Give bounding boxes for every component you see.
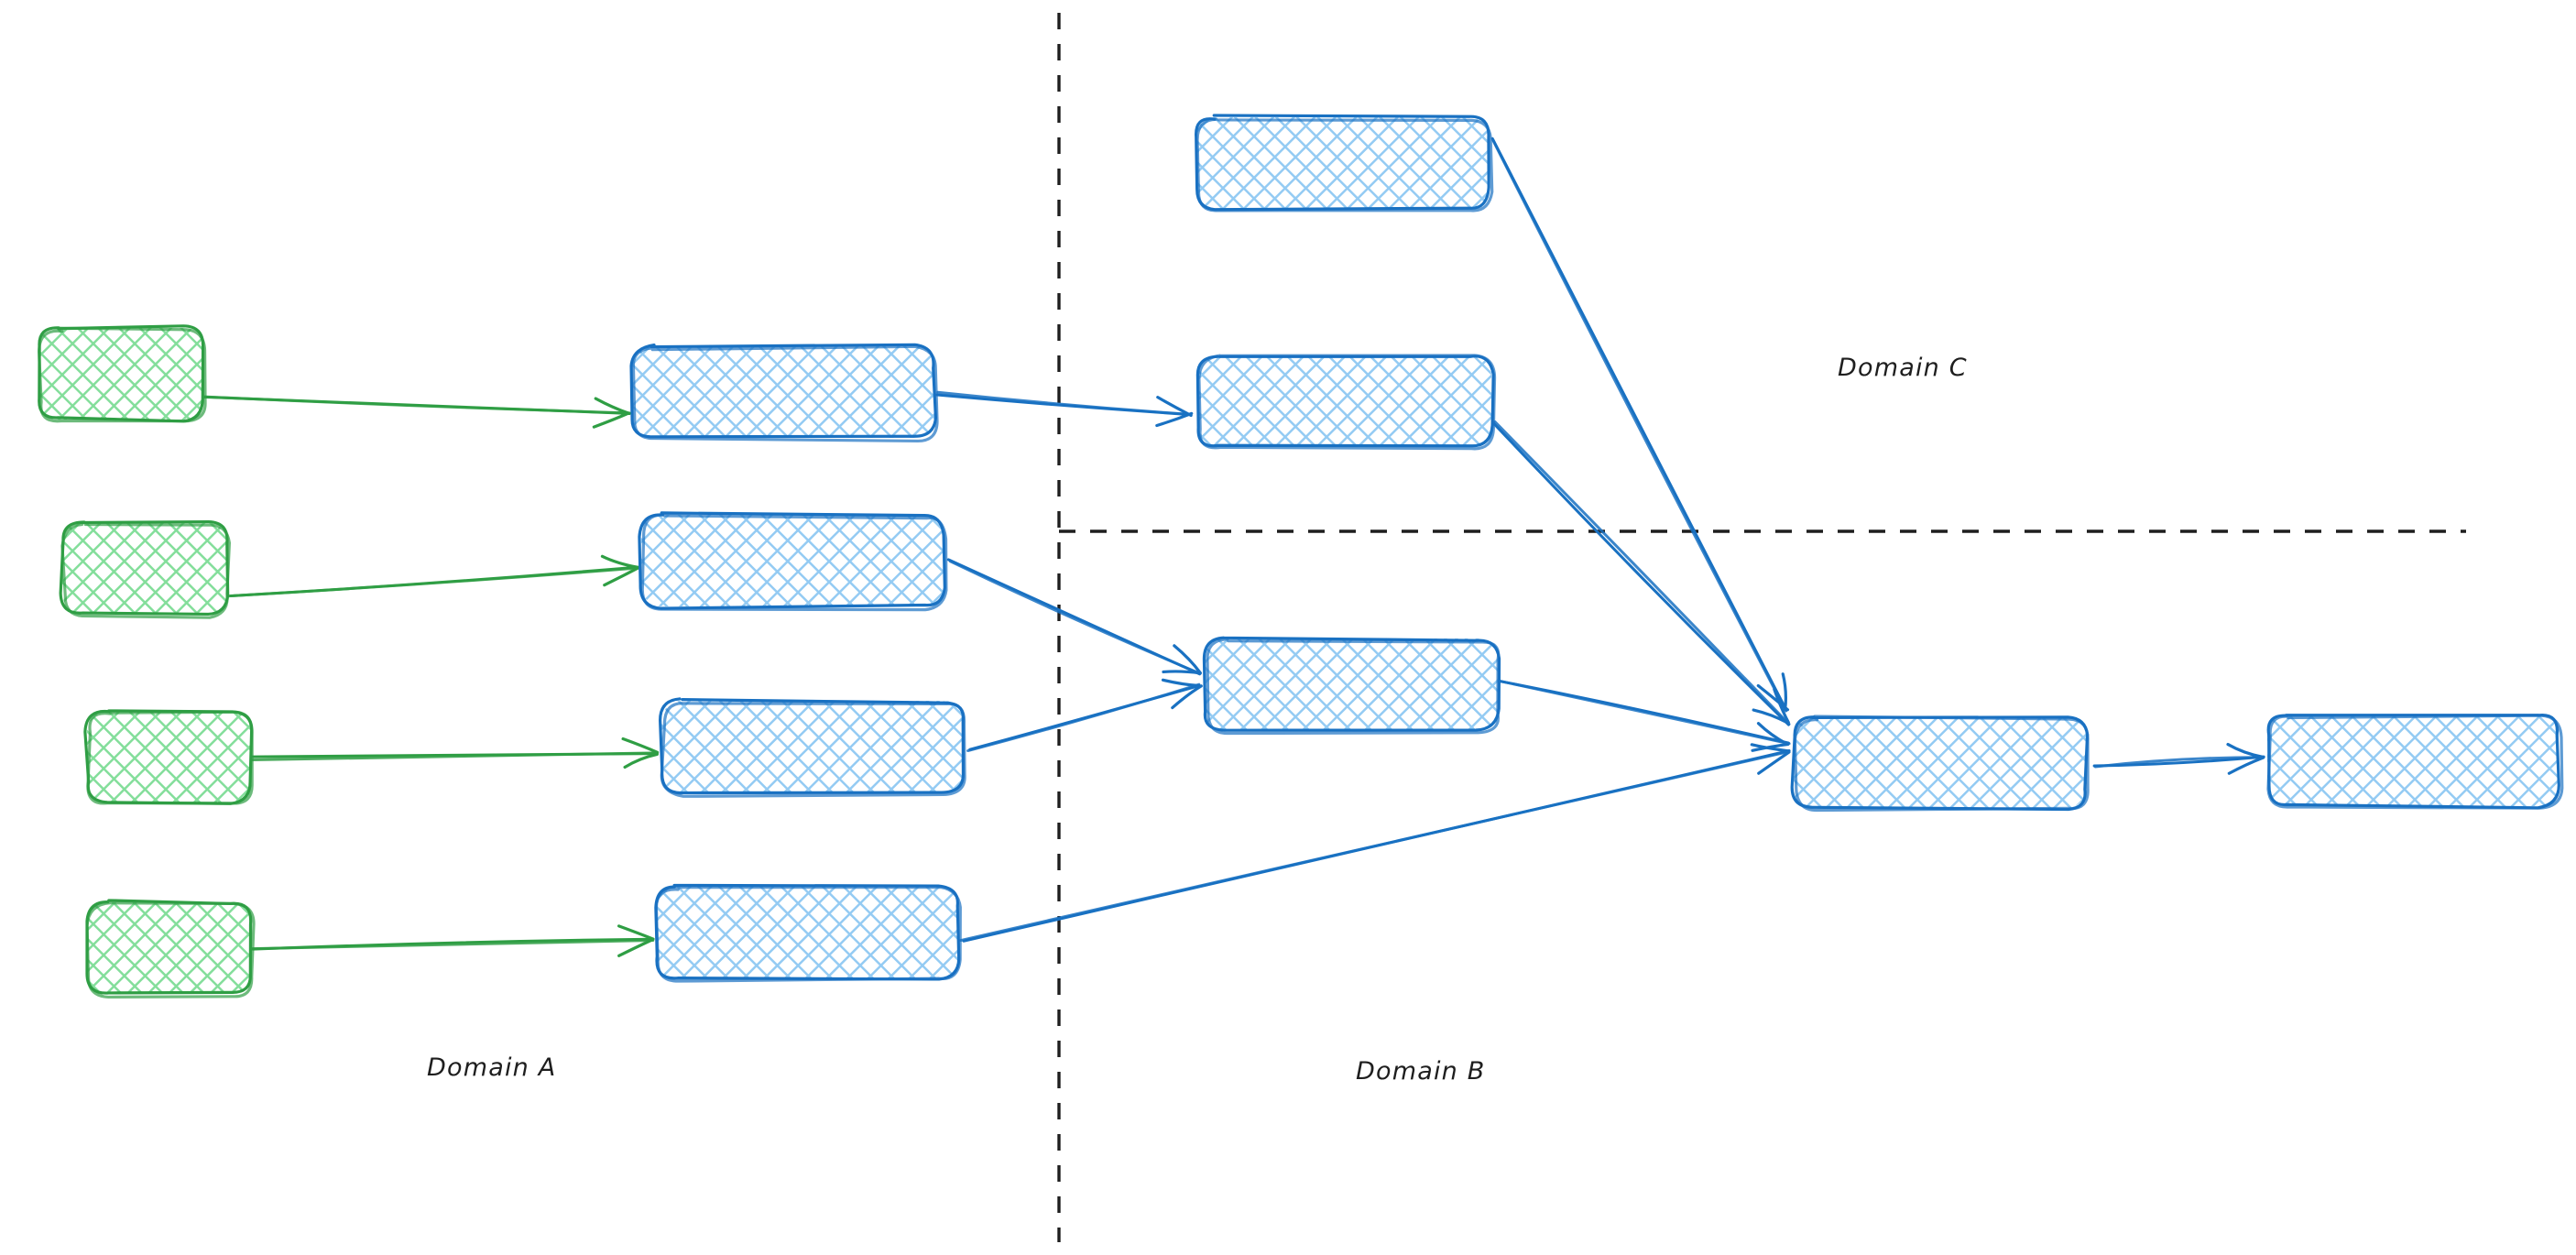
node-fill bbox=[656, 887, 958, 978]
node-fill bbox=[2267, 715, 2559, 806]
node-layer bbox=[37, 114, 2564, 999]
domain-label-a: Domain A bbox=[427, 1053, 557, 1082]
node-hit-a3[interactable] bbox=[87, 711, 252, 802]
node-c3[interactable] bbox=[1202, 636, 1501, 736]
node-hit-b1[interactable] bbox=[632, 346, 934, 438]
node-fill bbox=[632, 346, 934, 438]
node-outline bbox=[1195, 117, 1494, 213]
node-d2[interactable] bbox=[2266, 713, 2564, 810]
edge-a3-to-b3 bbox=[251, 737, 660, 769]
edge-b2-to-c3 bbox=[946, 558, 1202, 676]
node-outline bbox=[2266, 714, 2564, 810]
node-fill bbox=[62, 522, 227, 614]
node-outline bbox=[640, 513, 948, 612]
edge-b4-to-d1 bbox=[959, 743, 1791, 943]
node-b4[interactable] bbox=[654, 883, 962, 983]
node-fill bbox=[661, 701, 964, 792]
node-c1[interactable] bbox=[1195, 114, 1494, 213]
divider-layer bbox=[1057, 13, 2466, 1242]
node-hit-a1[interactable] bbox=[38, 328, 203, 420]
node-hit-c3[interactable] bbox=[1205, 638, 1498, 730]
node-hit-c1[interactable] bbox=[1195, 117, 1489, 209]
node-a1[interactable] bbox=[37, 324, 207, 423]
node-hit-a2[interactable] bbox=[62, 522, 227, 614]
edge-a2-to-b2 bbox=[225, 554, 640, 598]
node-outline bbox=[86, 710, 254, 805]
node-b1[interactable] bbox=[629, 343, 939, 443]
edge-c2-to-d1 bbox=[1492, 420, 1791, 726]
node-b2[interactable] bbox=[638, 511, 948, 612]
node-fill bbox=[1198, 355, 1491, 447]
edge-b3-to-c3 bbox=[966, 678, 1203, 753]
node-outline bbox=[654, 886, 962, 983]
node-outline bbox=[1197, 354, 1497, 451]
edge-c3-to-d1 bbox=[1497, 679, 1791, 752]
node-hit-b4[interactable] bbox=[656, 887, 958, 978]
node-outline bbox=[1793, 715, 2090, 813]
edge-layer bbox=[202, 136, 2265, 957]
node-d1[interactable] bbox=[1790, 715, 2090, 813]
node-outline bbox=[37, 326, 207, 423]
node-fill bbox=[87, 711, 252, 802]
node-a3[interactable] bbox=[83, 709, 254, 805]
node-c2[interactable] bbox=[1195, 354, 1497, 451]
node-hit-c2[interactable] bbox=[1198, 355, 1491, 447]
edge-a1-to-b1 bbox=[202, 395, 631, 429]
node-hit-a4[interactable] bbox=[87, 902, 252, 994]
node-outline bbox=[1206, 638, 1501, 736]
node-fill bbox=[1195, 117, 1489, 209]
edge-d1-to-d2 bbox=[2092, 742, 2265, 775]
domain-label-b: Domain B bbox=[1356, 1057, 1486, 1086]
node-a2[interactable] bbox=[59, 519, 232, 619]
node-fill bbox=[87, 902, 252, 994]
edge-b1-to-c2 bbox=[935, 390, 1194, 428]
node-outline bbox=[631, 344, 939, 443]
domain-label-c: Domain C bbox=[1838, 354, 1968, 382]
node-outline bbox=[85, 900, 256, 999]
node-a4[interactable] bbox=[85, 899, 256, 999]
node-hit-b3[interactable] bbox=[661, 701, 964, 792]
node-outline bbox=[660, 702, 966, 798]
node-b3[interactable] bbox=[658, 697, 966, 798]
node-fill bbox=[1205, 638, 1498, 730]
node-fill bbox=[1794, 716, 2087, 808]
edge-a4-to-b4 bbox=[250, 924, 655, 957]
node-hit-b2[interactable] bbox=[641, 515, 944, 606]
node-fill bbox=[641, 515, 944, 606]
node-hit-d1[interactable] bbox=[1794, 716, 2087, 808]
node-outline bbox=[60, 522, 232, 619]
edge-c1-to-d1 bbox=[1490, 136, 1790, 713]
node-fill bbox=[38, 328, 203, 420]
node-hit-d2[interactable] bbox=[2267, 715, 2559, 806]
